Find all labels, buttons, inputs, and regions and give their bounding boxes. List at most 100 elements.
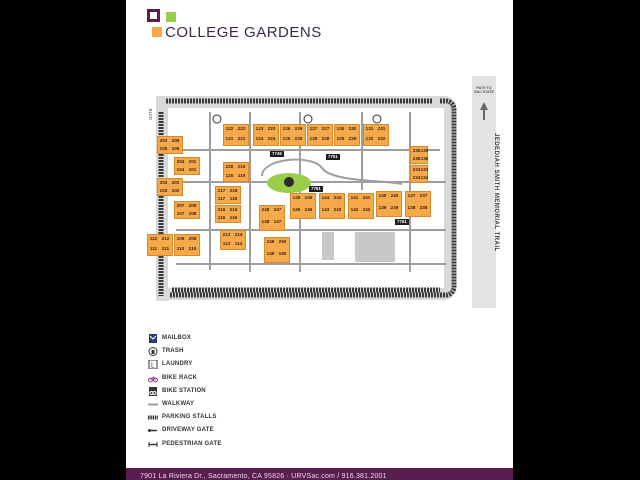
unit-number: 217 xyxy=(217,188,226,193)
building xyxy=(215,186,241,204)
unit-number: 248 xyxy=(261,207,270,212)
unit-number: 103 xyxy=(159,188,168,193)
legend-item: BIKE RACK xyxy=(148,373,268,384)
unit-number: 246 xyxy=(304,207,313,212)
building xyxy=(259,205,285,231)
bike-rack-icon xyxy=(148,375,158,383)
mailbox-icon xyxy=(149,334,157,343)
unit-number: 133 xyxy=(420,167,429,172)
unit-number: 150 xyxy=(278,251,287,256)
unit-number: 139 xyxy=(378,205,387,210)
unit-number: 109 xyxy=(176,236,185,241)
unit-number: 111 xyxy=(149,246,158,251)
unit-number: 238 xyxy=(419,205,428,210)
unit-number: 220 xyxy=(225,164,234,169)
unit-number: 146 xyxy=(292,207,301,212)
building xyxy=(363,124,389,146)
unit-number: 112 xyxy=(149,236,158,241)
building xyxy=(319,193,345,219)
building xyxy=(223,162,249,182)
unit-number: 216 xyxy=(217,207,226,212)
legend-label: BIKE STATION xyxy=(162,387,206,394)
building xyxy=(157,136,183,154)
legend-label: MAILBOX xyxy=(162,335,192,341)
street-label: 7761 xyxy=(395,219,409,225)
logo-square-green xyxy=(166,12,176,22)
unit-number: 232 xyxy=(377,136,386,141)
unit-number: 119 xyxy=(237,173,246,178)
legend-label: BIKE RACK xyxy=(162,374,198,381)
unit-number: 221 xyxy=(237,136,246,141)
legend-label: TRASH xyxy=(162,348,184,355)
unit-number: 226 xyxy=(294,126,303,131)
trash-icon xyxy=(148,347,158,357)
legend-label: PARKING STALLS xyxy=(162,414,217,421)
legend-label: WALKWAY xyxy=(162,401,195,407)
unit-number: 225 xyxy=(294,136,303,141)
unit-number: 229 xyxy=(348,136,357,141)
building xyxy=(410,146,428,164)
logo-square-orange xyxy=(152,27,162,37)
unit-number: 236 xyxy=(412,156,421,161)
building xyxy=(264,237,290,263)
building xyxy=(280,124,306,146)
legend-item: WALKWAY xyxy=(148,399,268,410)
trail-label: JEDEDIAH SMITH MEMORIAL TRAIL xyxy=(493,133,499,252)
building xyxy=(307,124,333,146)
legend-item: PARKING STALLS xyxy=(148,412,268,423)
structures xyxy=(322,232,395,262)
unit-number: 122 xyxy=(225,126,234,131)
unit-number: 141 xyxy=(350,195,359,200)
unit-number: 214 xyxy=(234,232,243,237)
building xyxy=(174,157,200,175)
unit-number: 147 xyxy=(273,219,282,224)
unit-number: 114 xyxy=(234,241,243,246)
logo-square-inner xyxy=(150,12,157,19)
unit-number: 218 xyxy=(229,188,238,193)
trail-arrow-head-icon xyxy=(480,102,488,110)
unit-number: 105 xyxy=(159,146,168,151)
parking-stalls-icon xyxy=(148,415,158,420)
unit-number: 138 xyxy=(407,205,416,210)
building xyxy=(223,124,249,146)
unit-number: 223 xyxy=(267,126,276,131)
gate-label: GATE xyxy=(148,108,153,120)
trail-sign: PATH TO SAC STATE xyxy=(474,86,494,94)
building xyxy=(220,230,246,250)
unit-number: 210 xyxy=(188,246,197,251)
unit-number: 215 xyxy=(229,207,238,212)
legend-label: PEDESTRIAN GATE xyxy=(162,440,222,447)
unit-number: 137 xyxy=(407,193,416,198)
unit-number: 113 xyxy=(222,241,231,246)
building xyxy=(405,191,431,217)
unit-number: 207 xyxy=(176,203,185,208)
legend-item: PEDESTRIAN GATE xyxy=(148,439,268,450)
footer: 7901 La Riviera Dr., Sacramento, CA 9582… xyxy=(126,468,513,480)
unit-number: 129 xyxy=(336,136,345,141)
unit-number: 203 xyxy=(159,180,168,185)
legend-item: TRASH xyxy=(148,346,268,357)
unit-number: 247 xyxy=(273,207,282,212)
unit-number: 222 xyxy=(237,126,246,131)
unit-number: 108 xyxy=(188,211,197,216)
unit-number: 231 xyxy=(377,126,386,131)
unit-number: 241 xyxy=(362,195,371,200)
trash-markers xyxy=(212,114,382,124)
unit-number: 118 xyxy=(229,196,238,201)
building xyxy=(157,178,183,196)
unit-number: 240 xyxy=(390,193,399,198)
unit-number: 136 xyxy=(420,156,429,161)
svg-text:L: L xyxy=(151,363,155,370)
unit-number: 134 xyxy=(420,175,429,180)
unit-number: 117 xyxy=(217,196,226,201)
unit-number: 130 xyxy=(336,126,345,131)
legend-label: LAUNDRY xyxy=(162,361,193,368)
pedestrian-gate-icon xyxy=(148,441,158,447)
unit-number: 143 xyxy=(321,207,330,212)
unit-number: 107 xyxy=(176,211,185,216)
unit-number: 110 xyxy=(176,246,185,251)
building xyxy=(348,193,374,219)
laundry-icon: L xyxy=(148,360,158,370)
unit-number: 121 xyxy=(225,136,234,141)
unit-number: 126 xyxy=(282,126,291,131)
